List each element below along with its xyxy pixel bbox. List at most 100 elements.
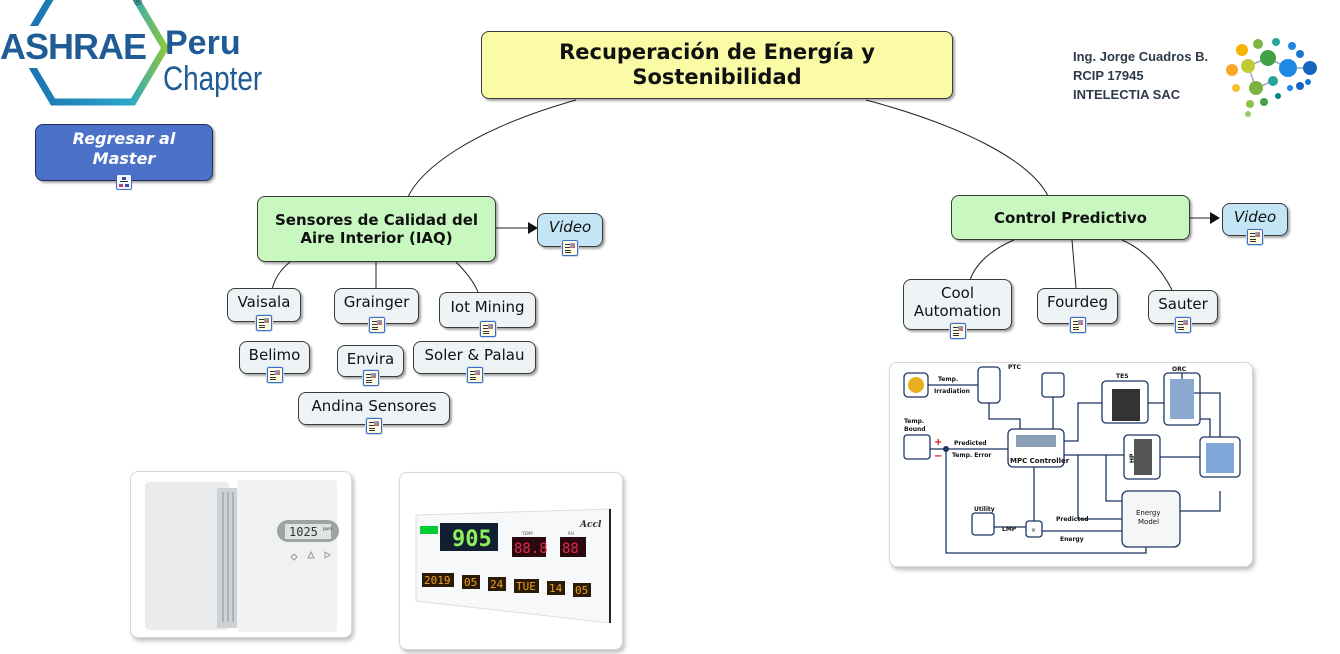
topic-predictive-control-label: Control Predictivo [994,208,1147,227]
panel-date-segment [573,583,591,597]
diagram-temp-label: Temp. [938,376,958,383]
mpc-diagram-image[interactable]: PTC TES ORC MPC Controller HP Energy Mod… [889,362,1253,567]
panel-rh-digits: 88 [562,541,579,557]
resource-icon[interactable] [949,323,966,339]
diagram-plus-sign: + [934,437,942,448]
panel-date-row: 2019 05 24 TUE 14 05 [422,573,591,597]
panel-temp-digits: 88.8 [514,541,548,557]
leaf-grainger-label: Grainger [343,293,410,311]
leaf-vaisala-label: Vaisala [237,293,291,311]
diagram-temp-bound-label2: Bound [904,426,926,433]
logo-chapter-text: Chapter [163,60,263,98]
panel-date-segment [547,581,565,595]
mpc-video-label: Video [1233,207,1277,226]
panel-date-segment [488,577,506,591]
link-mpc-fourdeg [1071,239,1077,289]
author-name: Ing. Jorge Cuadros B. [1073,49,1209,64]
leaf-fourdeg-label: Fourdeg [1047,293,1108,311]
resource-icon[interactable] [1069,317,1086,333]
leaf-sauter-label: Sauter [1158,295,1208,313]
link-title-iaq [407,99,577,198]
leaf-grainger[interactable]: Grainger [334,288,419,333]
resource-icon[interactable] [1175,317,1191,333]
sensor-display-value: 1025 [289,525,318,539]
mpc-video-link[interactable]: Video [1222,203,1288,245]
resource-icon[interactable] [256,315,272,331]
panel-brand: Accl [579,520,602,530]
leaf-belimo[interactable]: Belimo [239,341,310,383]
leaf-soler-palau[interactable]: Soler & Palau [413,341,536,383]
author-registration: RCIP 17945 [1073,67,1144,83]
link-mpc-cool [969,239,1015,281]
panel-date-digits: 14 [549,582,563,595]
diagram-multiply-label: × [1031,527,1036,534]
link-title-mpc [865,99,1049,197]
leaf-iot-mining[interactable]: Iot Mining [439,292,536,337]
diagram-minus-sign: − [934,451,942,462]
concept-map-icon[interactable] [116,174,132,190]
leaf-envira-label: Envira [346,350,395,368]
ashrae-brand-text: ASHRAE [0,26,149,68]
co2-sensor-image[interactable]: 1025 ppm [130,471,352,638]
diagram-energy-model-label: Energy [1136,509,1161,517]
panel-date-digits: 2019 [424,574,451,587]
topic-iaq-label: Sensores de Calidad del Aire Interior (I… [274,211,479,247]
diagram-predicted-label: Predicted [954,440,987,447]
author-company: INTELECTIA SAC [1073,86,1181,102]
resource-icon[interactable] [362,370,379,386]
resource-icon[interactable] [479,321,496,337]
resource-icon[interactable] [266,367,283,383]
diagram-lmp-label: LMP [1002,526,1017,533]
arrowhead-mpc-video [1210,212,1220,224]
resource-icon[interactable] [368,317,385,333]
diagram-energy-model-label2: Model [1138,518,1159,526]
leaf-envira[interactable]: Envira [337,345,404,386]
iaq-video-link[interactable]: Video [537,213,603,256]
panel-rh-label: RH [568,531,574,536]
registered-mark: ® [133,0,143,8]
link-mpc-sauter [1121,239,1173,291]
diagram-temp-error-label: Temp. Error [952,452,991,459]
panel-date-segment [422,573,454,587]
topic-predictive-control[interactable]: Control Predictivo [951,195,1190,240]
back-to-master-button[interactable]: Regresar al Master [35,124,213,190]
leaf-andina-sensores[interactable]: Andina Sensores [298,392,450,434]
panel-date-digits: 05 [464,576,477,589]
diagram-utility-label: Utility [974,506,995,513]
leaf-belimo-label: Belimo [248,345,301,364]
ashrae-peru-logo: ® ASHRAE Peru Chapter [0,0,263,106]
diagram-predicted-energy-text: Predicted [1056,516,1089,523]
panel-main-value: 905 [452,527,492,552]
leaf-vaisala[interactable]: Vaisala [227,288,301,331]
leaf-fourdeg[interactable]: Fourdeg [1037,288,1118,333]
leaf-soler-palau-label: Soler & Palau [424,345,525,364]
leaf-sauter[interactable]: Sauter [1148,290,1218,333]
diagram-energy-text: Energy [1060,536,1084,543]
panel-date-digits: 24 [490,578,504,591]
mpc-block-diagram: PTC TES ORC MPC Controller HP Energy Mod… [903,364,1241,554]
resource-icon[interactable] [466,367,483,383]
map-title: Recuperación de Energía y Sostenibilidad [559,39,875,89]
diagram-temp-bound-label: Temp. [904,418,924,425]
resource-icon[interactable] [1247,229,1263,245]
leaf-cool-automation[interactable]: Cool Automation [903,279,1012,339]
link-iaq-vaisala [271,261,291,291]
link-iaq-iotmining [455,261,479,293]
resource-icon[interactable] [366,418,382,434]
resource-icon[interactable] [562,240,578,256]
diagram-ptc-label: PTC [1008,364,1021,371]
panel-date-digits: 05 [575,584,588,597]
diagram-tes-label: TES [1116,373,1129,380]
leaf-andina-sensores-label: Andina Sensores [311,396,437,415]
topic-iaq-sensors[interactable]: Sensores de Calidad del Aire Interior (I… [257,196,496,262]
map-title-node[interactable]: Recuperación de Energía y Sostenibilidad [481,31,953,99]
author-info: Ing. Jorge Cuadros B. RCIP 17945 INTELEC… [1073,48,1208,105]
diagram-orc-label: ORC [1172,366,1187,373]
sensor-display-unit: ppm [323,526,332,531]
panel-date-digits: TUE [516,580,536,593]
iaq-video-label: Video [548,218,592,236]
logo-peru-text: Peru [165,24,241,62]
leaf-iot-mining-label: Iot Mining [450,298,525,316]
